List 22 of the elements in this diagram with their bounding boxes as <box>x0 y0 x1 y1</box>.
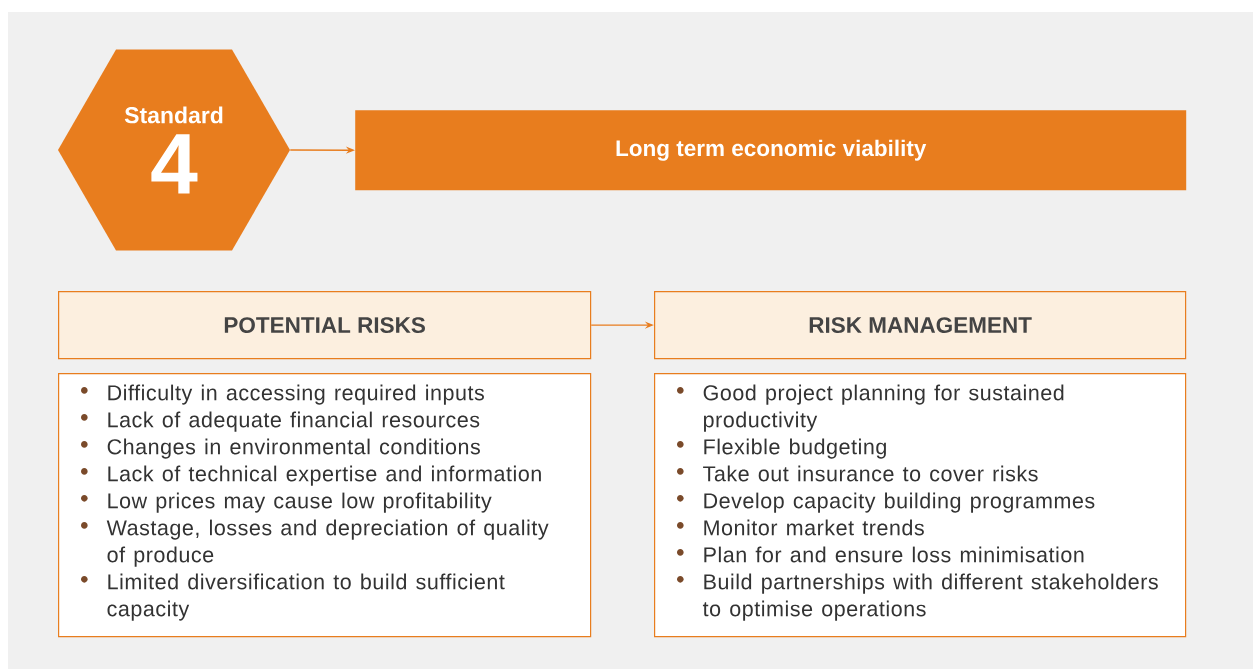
header-box: RISK MANAGEMENT <box>654 291 1187 360</box>
list-item: Wastage, losses and depreciation of quality of produce <box>81 519 549 567</box>
list-item: Develop capacity building programmes <box>677 492 1095 513</box>
title-banner: Long term economic viability <box>355 110 1187 191</box>
list-item: Changes in environmental conditions <box>81 438 480 459</box>
list-item: Difficulty in accessing required inputs <box>81 384 484 405</box>
list-item: Limited diversification to build sufficient capacity <box>81 573 505 621</box>
list-item: Monitor market trends <box>677 519 924 536</box>
list-item: Low prices may cause low profitability <box>81 492 492 513</box>
list-box <box>654 373 1187 638</box>
list-item: Build partnerships with different stakeholders to optimise operations <box>677 573 1158 621</box>
list-item: Take out insurance to cover risks <box>677 465 1038 482</box>
list-item: Lack of technical expertise and information <box>81 465 541 486</box>
header-box: POTENTIAL RISKS <box>58 291 592 360</box>
standard-label: Standard <box>124 106 223 124</box>
list-item: Good project planning for sustained productivity <box>677 384 1064 432</box>
list-box <box>58 373 592 638</box>
list-item: Plan for and ensure loss minimisation <box>677 546 1084 563</box>
hexagon-badge <box>58 49 290 251</box>
list-item: Flexible budgeting <box>677 438 886 459</box>
standard-number: 4 <box>151 134 198 194</box>
list-item: Lack of adequate financial resources <box>81 411 480 432</box>
